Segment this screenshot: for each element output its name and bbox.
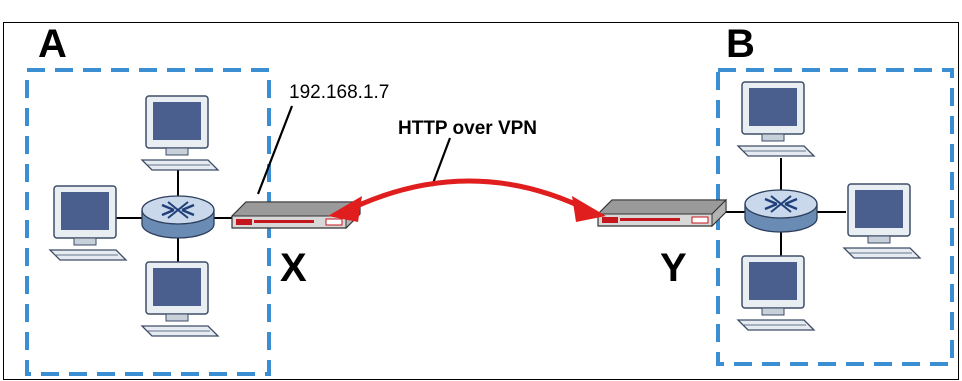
- computer-icon: [141, 95, 219, 171]
- vpn-link-label: HTTP over VPN: [398, 118, 538, 139]
- computer-icon: [843, 183, 921, 259]
- computer-icon: [737, 81, 815, 157]
- ip-address-label: 192.168.1.7: [289, 82, 390, 103]
- link-callout-line: [430, 137, 452, 187]
- vpn-arrowhead-left: [328, 196, 362, 222]
- computer-icon: [737, 255, 815, 331]
- site-label-b: B: [726, 22, 755, 66]
- diagram-frame: [3, 22, 959, 380]
- device-label-y: Y: [660, 246, 687, 290]
- device-label-x: X: [280, 246, 307, 290]
- firewall-icon: [597, 199, 727, 227]
- vpn-link-curve: [342, 178, 594, 215]
- site-label-a: A: [38, 22, 67, 66]
- vpn-arrowhead-right: [572, 196, 606, 222]
- ip-callout-line: [256, 105, 294, 195]
- computer-icon: [49, 185, 127, 261]
- computer-icon: [141, 261, 219, 337]
- switch-icon: [743, 188, 819, 234]
- switch-icon: [140, 194, 216, 240]
